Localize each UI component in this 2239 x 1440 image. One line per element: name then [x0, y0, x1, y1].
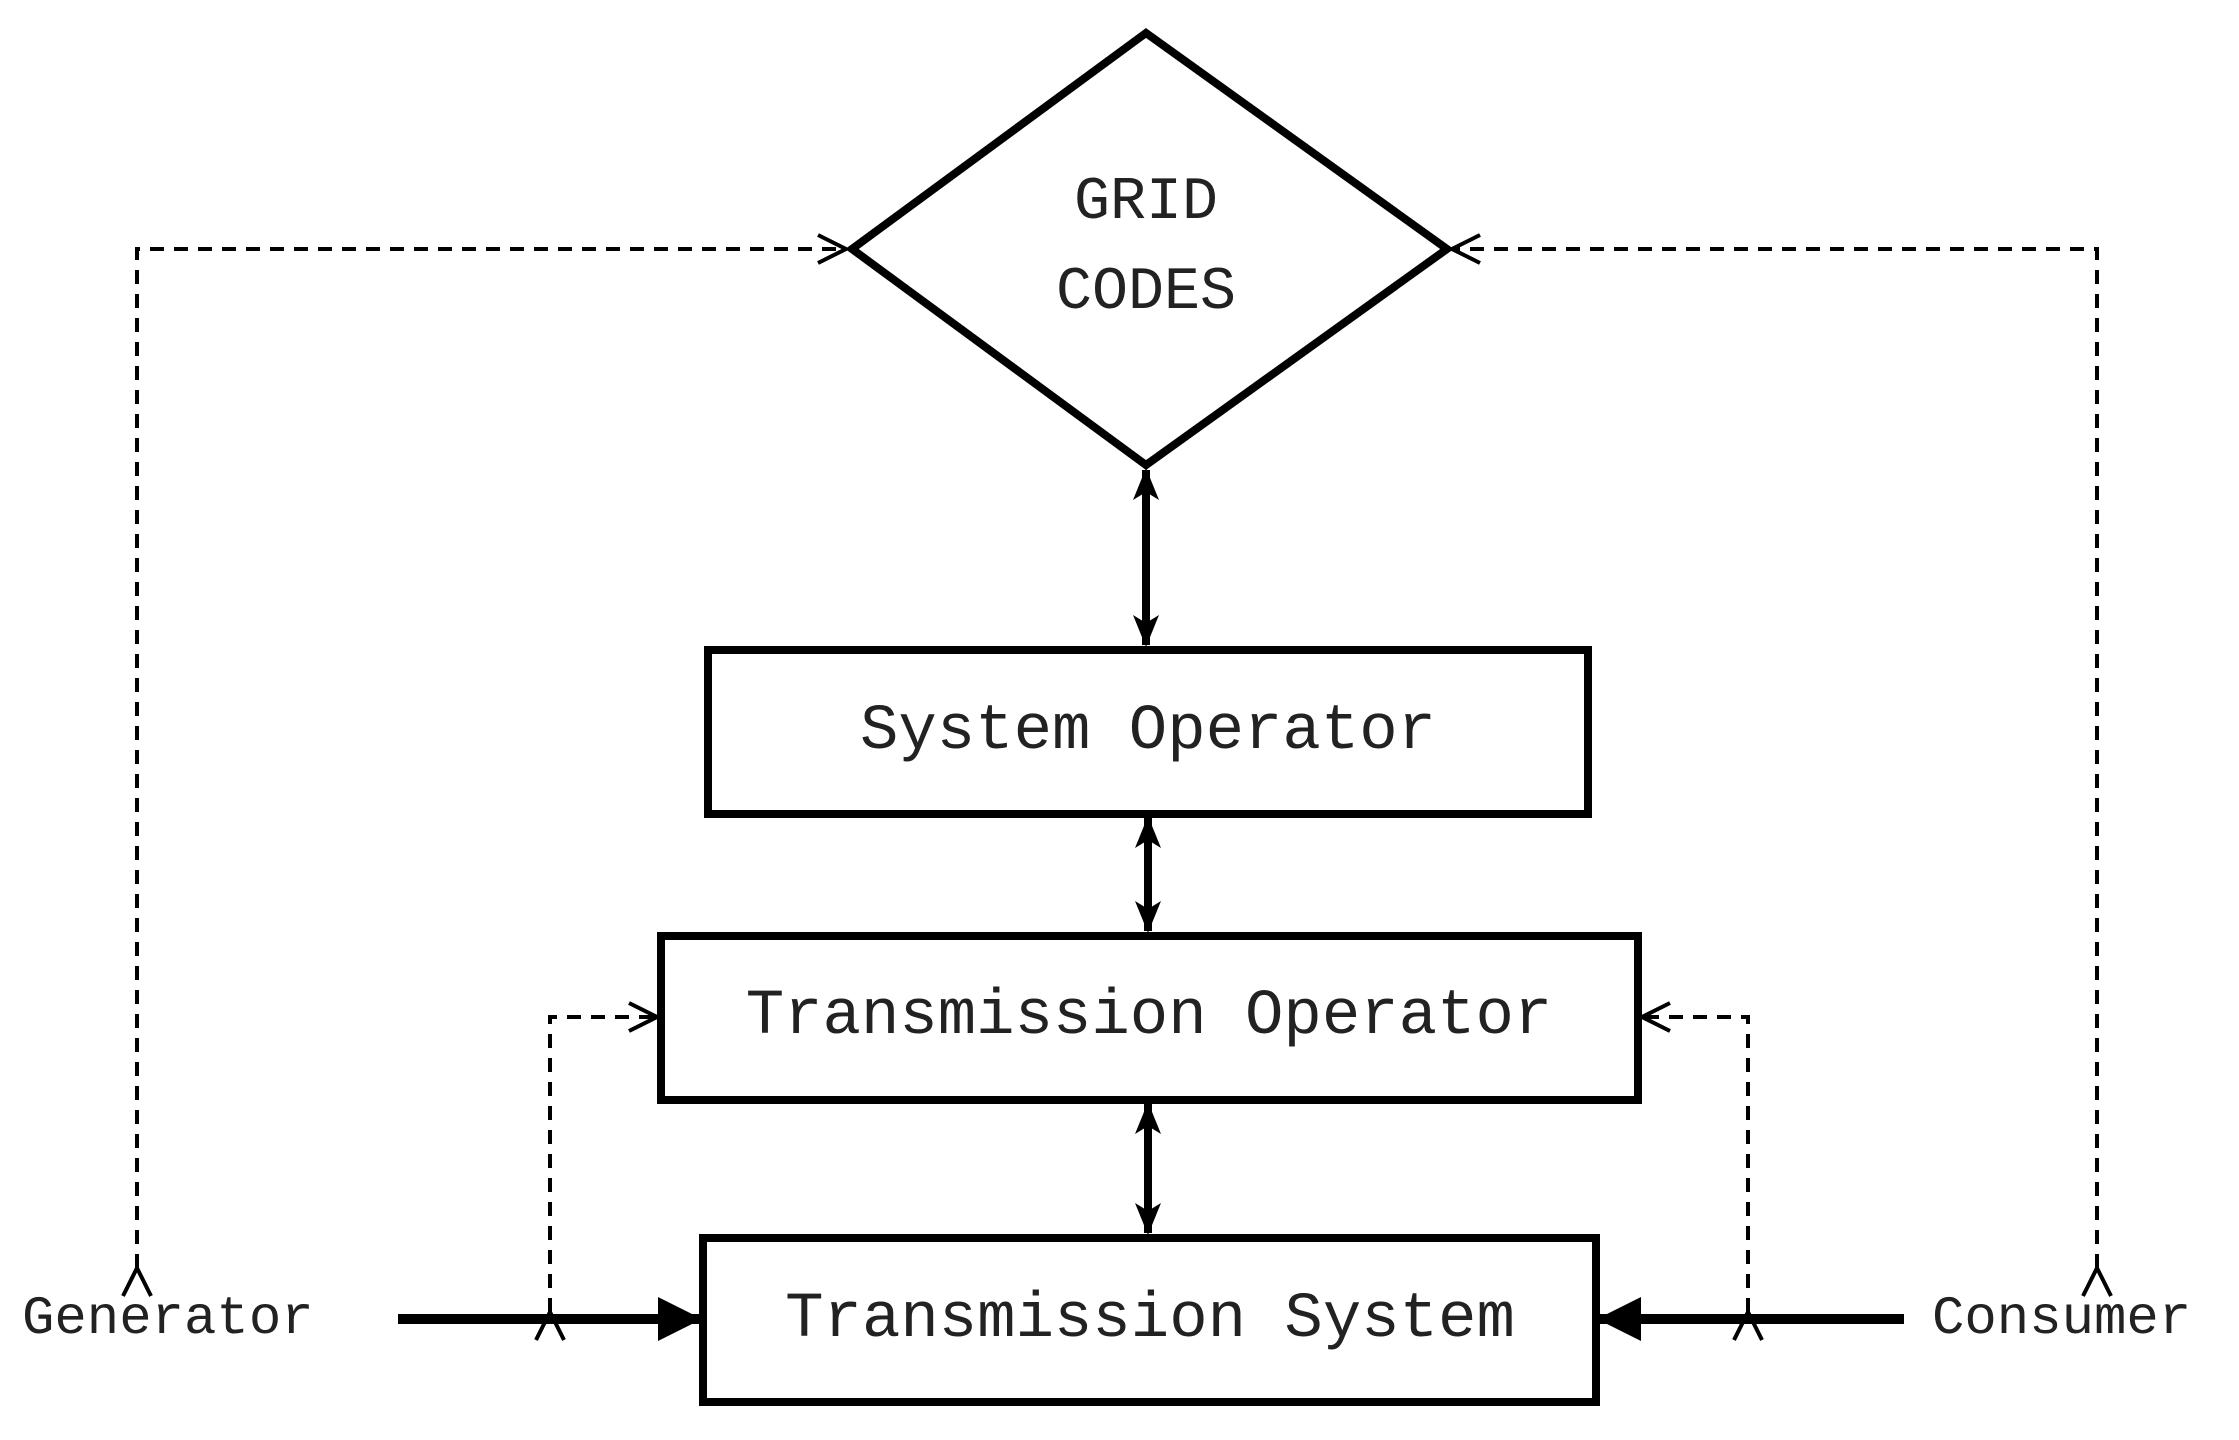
grid-codes-line2: CODES — [1056, 259, 1236, 327]
dashed-link-gridcodes-generator — [137, 249, 846, 1268]
system-operator-box: System Operator — [704, 646, 1592, 818]
generator-label: Generator — [22, 1289, 314, 1350]
system-operator-label: System Operator — [860, 696, 1436, 768]
transmission-system-label: Transmission System — [785, 1284, 1515, 1356]
transmission-operator-label: Transmission Operator — [746, 981, 1553, 1053]
transmission-system-box: Transmission System — [699, 1234, 1600, 1406]
transmission-operator-box: Transmission Operator — [657, 932, 1642, 1104]
dashed-link-gridcodes-consumer — [1452, 249, 2097, 1268]
dashed-link-generatorline-transmissionoperator — [550, 1017, 657, 1312]
grid-codes-decision: GRID CODES — [845, 28, 1454, 470]
grid-codes-line1: GRID — [1074, 169, 1218, 237]
consumer-label: Consumer — [1932, 1289, 2191, 1350]
dashed-link-consumerline-transmissionoperator — [1642, 1017, 1748, 1312]
